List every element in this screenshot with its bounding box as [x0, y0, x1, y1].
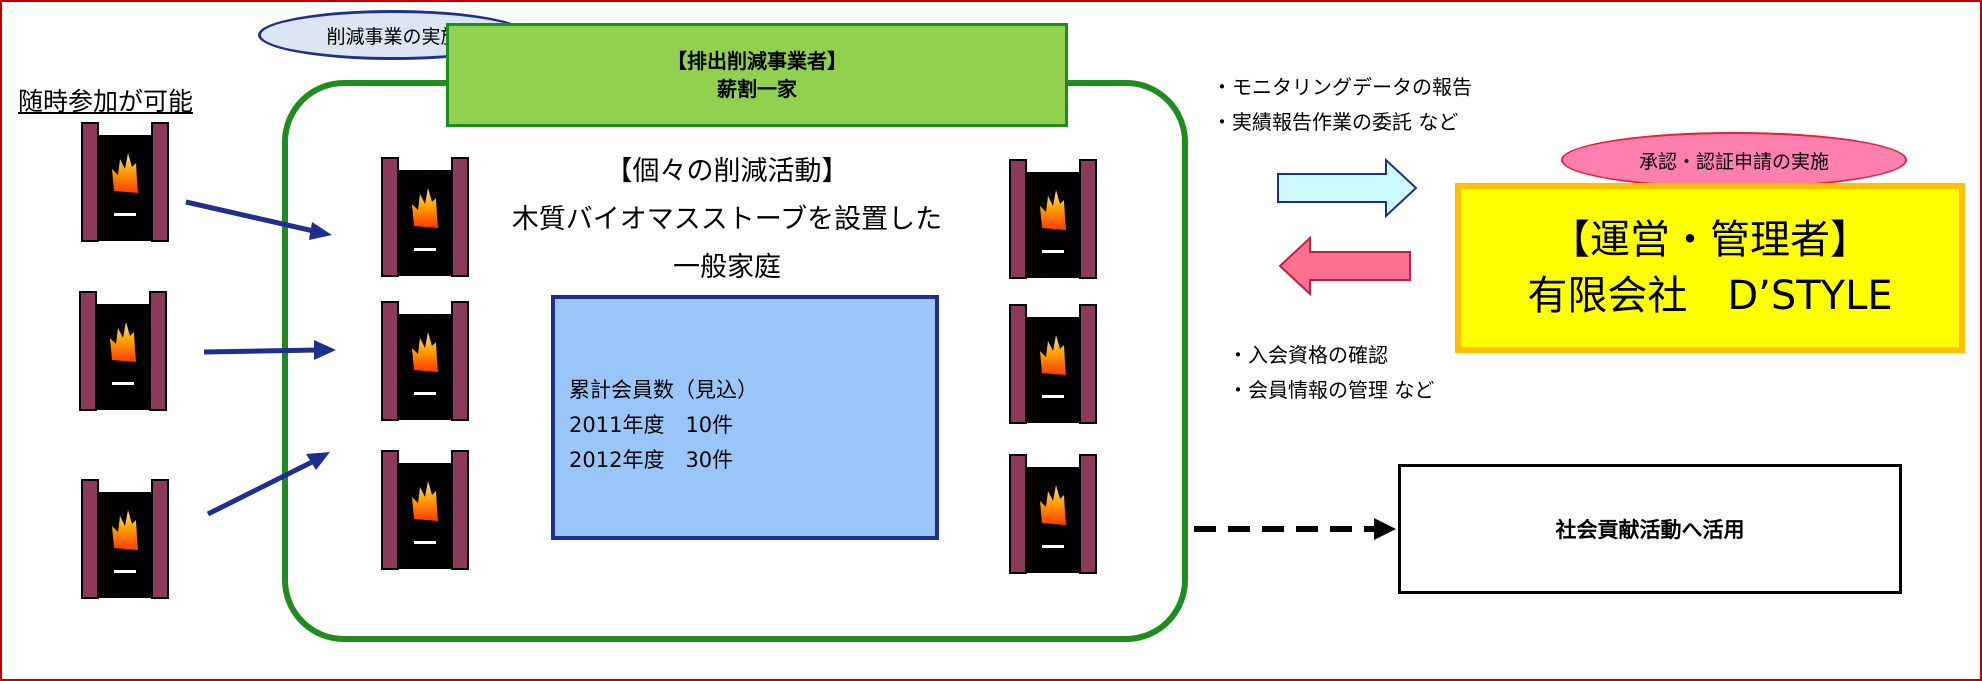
wood-stove-icon [381, 301, 469, 421]
social-contribution-box: 社会貢献活動へ活用 [1398, 464, 1902, 594]
operator-box: 【運営・管理者】 有限会社 D’STYLE [1455, 183, 1965, 353]
operator-title: 【運営・管理者】 [1550, 217, 1870, 263]
wood-stove-icon [1009, 454, 1097, 574]
stats-2012: 2012年度 30件 [569, 448, 734, 472]
wood-stove-icon [381, 450, 469, 570]
stats-heading: 累計会員数（見込） [569, 378, 758, 402]
operator-name: 有限会社 D’STYLE [1527, 273, 1893, 319]
reducer-title: 【排出削減事業者】 [667, 49, 847, 73]
emission-reducer-box: 【排出削減事業者】 薪割一家 [446, 23, 1068, 127]
wood-stove-icon [81, 479, 169, 599]
wood-stove-icon [79, 291, 167, 411]
arrow-left-icon [1278, 235, 1411, 297]
wood-stove-icon [381, 157, 469, 277]
certification-oval: 承認・認証申請の実施 [1561, 132, 1907, 188]
activity-title: 【個々の削減活動】 [605, 156, 849, 187]
note-monitoring: ・モニタリングデータの報告 [1212, 75, 1472, 99]
join-anytime-label: 随時参加が可能 [18, 87, 194, 116]
arrow-right-icon [1277, 157, 1418, 219]
note-report-outsourcing: ・実績報告作業の委託 など [1212, 110, 1459, 134]
activity-desc: 木質バイオマスストーブを設置した [511, 204, 943, 235]
dashed-arrow-icon [1194, 518, 1396, 540]
note-member-info: ・会員情報の管理 など [1228, 378, 1435, 402]
stats-2011: 2011年度 10件 [569, 413, 734, 437]
reduction-activity-text: 【個々の削減活動】 木質バイオマスストーブを設置した 一般家庭 [487, 148, 967, 292]
report-notes: ・モニタリングデータの報告 ・実績報告作業の委託 など [1212, 70, 1472, 140]
wood-stove-icon [81, 122, 169, 242]
join-arrows [185, 199, 336, 517]
activity-desc-2: 一般家庭 [673, 252, 781, 283]
wood-stove-icon [1009, 159, 1097, 279]
member-stats-box: 累計会員数（見込） 2011年度 10件 2012年度 30件 [551, 295, 939, 540]
membership-notes: ・入会資格の確認 ・会員情報の管理 など [1228, 338, 1434, 408]
note-eligibility: ・入会資格の確認 [1228, 343, 1388, 367]
wood-stove-icon [1009, 304, 1097, 424]
reducer-name: 薪割一家 [717, 77, 797, 101]
